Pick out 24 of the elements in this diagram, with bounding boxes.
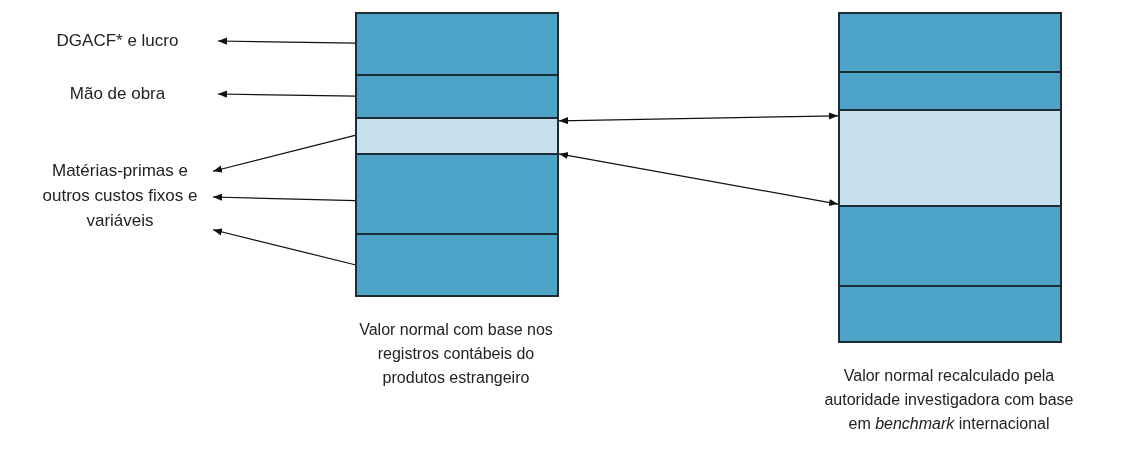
arrow (212, 228, 357, 266)
bar-segment (357, 76, 557, 119)
cost-label: Matérias-primas e outros custos fixos e variáveis (30, 158, 210, 236)
arrow (558, 151, 839, 207)
arrow (217, 37, 357, 45)
stacked-bar (355, 12, 559, 297)
bar-segment (840, 287, 1060, 341)
arrow (558, 112, 839, 125)
bar-label: Valor normal recalculado pela autoridade investigadora com base em benchmark internacional (823, 366, 1075, 434)
bar-segment (357, 119, 557, 155)
stacked-bar (838, 12, 1062, 343)
cost-label: Mão de obra (20, 81, 215, 107)
bar-label: Valor normal com base nos registros contábeis do produtos estrangeiro (358, 320, 554, 388)
bar-segment (357, 155, 557, 235)
bar-segment (840, 207, 1060, 287)
arrow (212, 193, 357, 202)
bar-segment (357, 14, 557, 76)
bar-segment (840, 14, 1060, 73)
arrow (217, 90, 357, 98)
bar-segment (840, 73, 1060, 111)
bar-segment (357, 235, 557, 295)
bar-segment (840, 111, 1060, 207)
arrow (212, 134, 357, 173)
cost-label: DGACF* e lucro (20, 28, 215, 54)
